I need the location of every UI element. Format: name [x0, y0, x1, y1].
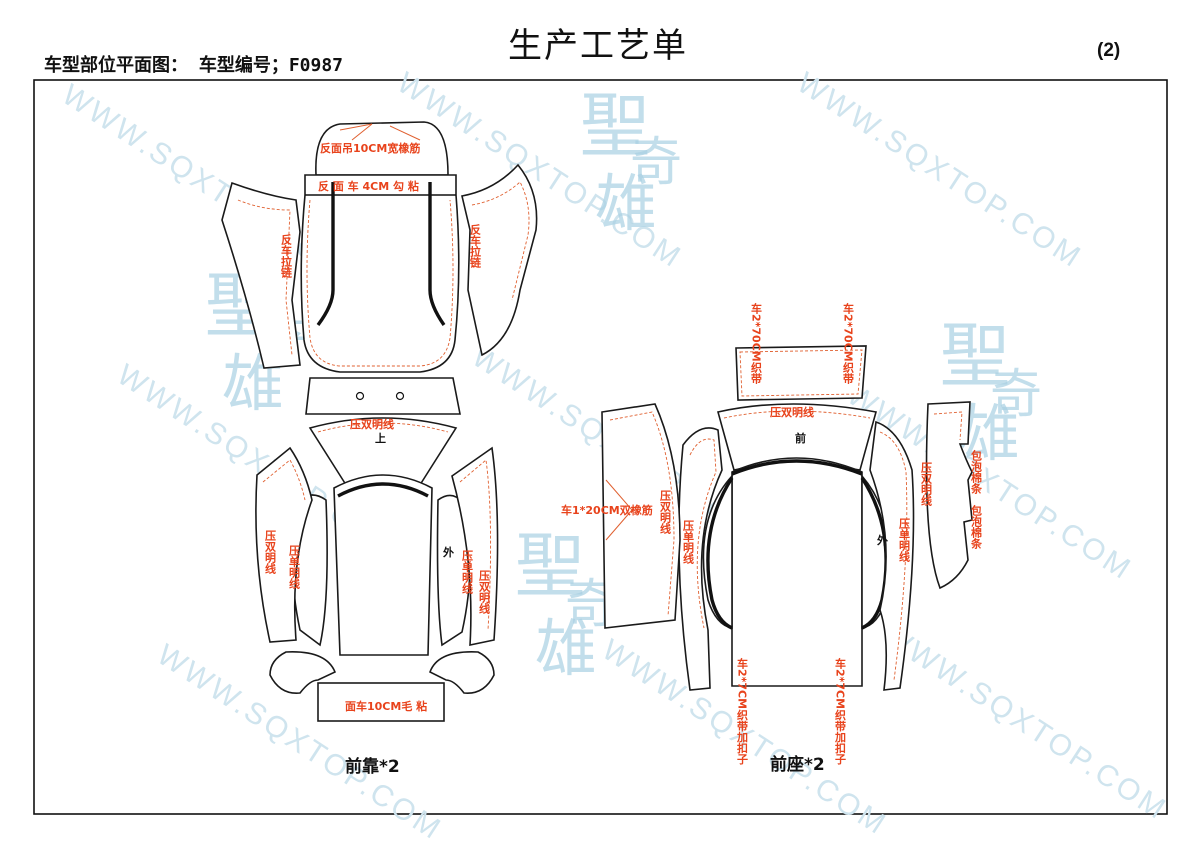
- seat-main-panel: [731, 457, 863, 687]
- watermark-url: WWW.SQXTOP.COM: [876, 618, 1173, 827]
- back-bottom-left-flap: [269, 651, 337, 694]
- label-seat-left-double: 压双明线: [659, 489, 672, 535]
- label-seat-right-double: 压双明线: [920, 461, 933, 507]
- seat-pattern: 车2*70CM织带 车2*70CM织带 压双明线 前 车1*20CM双橡筋 压双…: [561, 302, 983, 775]
- back-bottom-strip: [317, 682, 445, 722]
- backrest-pattern: 反面吊10CM宽橡筋 反 面 车 4CM 勾 粘 反车拉链 反车拉链 压双明线 …: [221, 121, 538, 777]
- headrest-top-piece: [315, 121, 449, 176]
- svg-text:奇: 奇: [630, 133, 682, 193]
- back-outer-left-panel: [255, 446, 313, 643]
- svg-text:聖: 聖: [515, 525, 585, 607]
- label-seat-front-panel: 压双明线: [770, 405, 814, 419]
- label-seat-right-foam1: 包泡棉条: [970, 449, 984, 495]
- label-seat-left-elastic: 车1*20CM双橡筋: [561, 503, 653, 517]
- label-back-top-strip: 反 面 车 4CM 勾 粘: [318, 179, 419, 193]
- label-back-bottom-strip: 面车10CM毛 粘: [345, 699, 427, 713]
- model-info: 车型部位平面图： 车型编号；F0987: [44, 55, 344, 76]
- label-back-upper-panel: 压双明线: [350, 417, 394, 431]
- label-seat-bottom-left: 车2*7CM织带加扣子: [736, 657, 750, 765]
- seat-top-strap: [735, 345, 867, 401]
- label-seat-outer-mark: 外: [876, 533, 888, 547]
- label-back-outer-mark: 外: [442, 545, 454, 559]
- back-seam-left: [316, 182, 335, 327]
- back-inner-right-panel: [436, 494, 471, 647]
- svg-text:聖: 聖: [940, 315, 1010, 397]
- label-seat-front-mark: 前: [795, 431, 806, 445]
- label-back-upper-mark: 上: [375, 431, 386, 445]
- back-lower-center: [333, 474, 433, 656]
- caption-backrest: 前靠*2: [345, 756, 400, 777]
- drawing-frame: [33, 79, 1168, 815]
- back-bottom-right-flap: [429, 651, 495, 694]
- svg-text:雄: 雄: [535, 612, 597, 685]
- label-seat-right-foam2: 包泡棉条: [970, 504, 984, 550]
- watermark-logo: 聖 奇 雄: [580, 85, 682, 240]
- label-seat-right-single: 压单明线: [898, 517, 911, 563]
- watermark-logo: 聖 奇 雄: [940, 315, 1042, 470]
- back-main-panel: [300, 174, 460, 373]
- label-back-right-wing: 反车拉链: [469, 223, 482, 269]
- watermark-url: WWW.SQXTOP.COM: [791, 66, 1088, 275]
- label-back-left-double: 压双明线: [264, 529, 277, 575]
- label-seat-top-left: 车2*70CM织带: [750, 302, 763, 385]
- seat-left-elastic-panel: [601, 403, 681, 629]
- label-back-left-single: 压单明线: [288, 544, 301, 590]
- page-number: (2): [1097, 40, 1121, 61]
- back-seam-right: [428, 182, 446, 326]
- back-strap-panel: [305, 377, 461, 415]
- label-seat-left-single: 压单明线: [682, 519, 695, 565]
- seat-right-foam-panel: [925, 401, 973, 590]
- caption-seat: 前座*2: [770, 754, 825, 775]
- svg-text:奇: 奇: [990, 365, 1042, 425]
- back-left-wing: [221, 181, 301, 369]
- page-title: 生产工艺单: [508, 26, 688, 66]
- svg-text:聖: 聖: [580, 85, 650, 167]
- label-back-left-wing: 反车拉链: [280, 233, 293, 279]
- label-seat-bottom-right: 车2*7CM织带加扣子: [834, 657, 848, 765]
- back-outer-right-panel: [451, 446, 499, 646]
- label-seat-top-right: 车2*70CM织带: [842, 302, 855, 385]
- label-back-right-double: 压双明线: [478, 569, 491, 615]
- label-back-right-single: 压单明线: [461, 549, 474, 595]
- svg-text:雄: 雄: [595, 167, 657, 240]
- watermark-logo: 聖 奇 雄: [515, 525, 617, 685]
- label-back-top-reverse: 反面吊10CM宽橡筋: [320, 141, 420, 155]
- back-right-wing: [461, 163, 538, 357]
- seat-right-side-panel: [869, 420, 915, 691]
